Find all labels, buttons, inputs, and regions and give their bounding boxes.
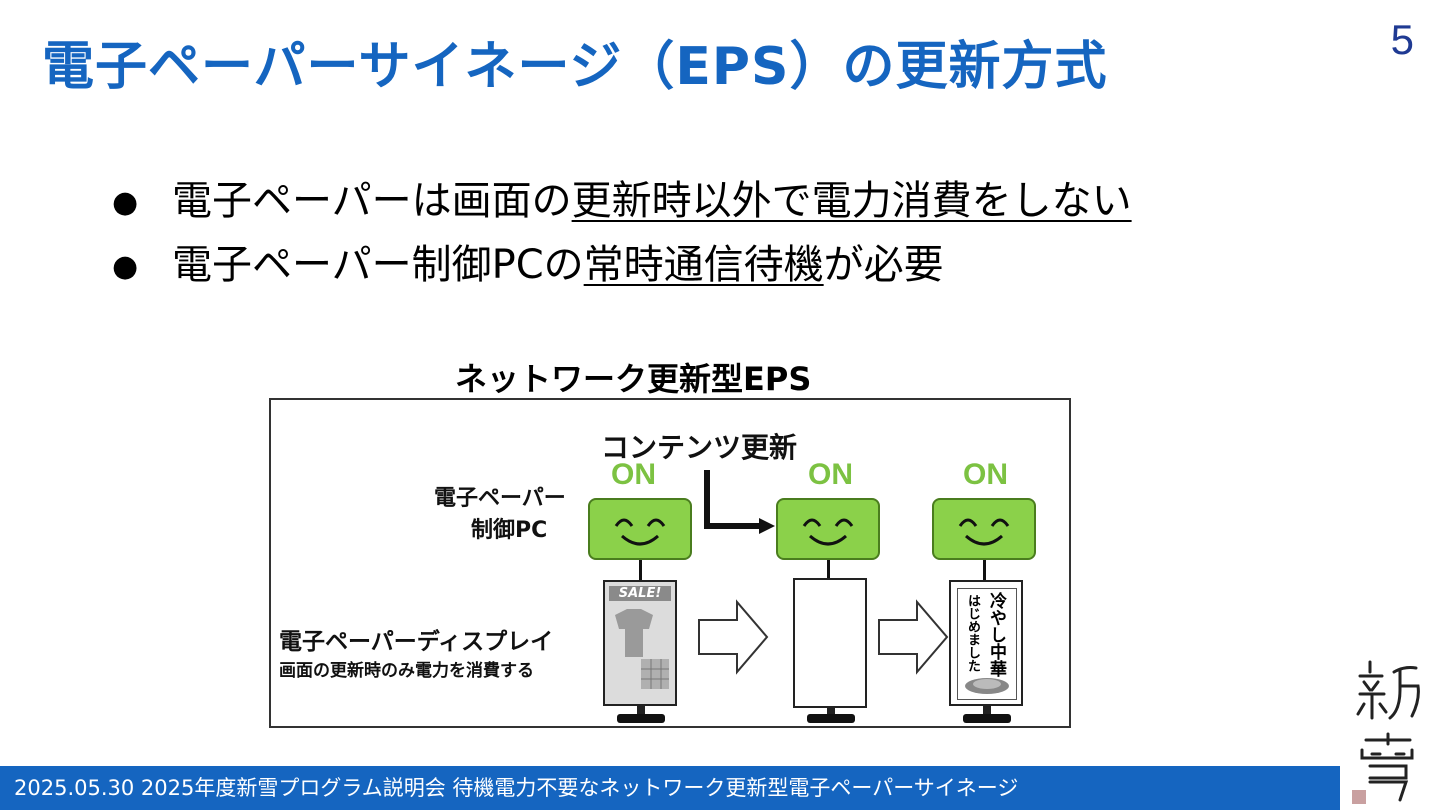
noodle-dish-icon	[965, 678, 1009, 694]
content-update-label: コンテンツ更新	[601, 431, 798, 464]
right-arrow-icon	[878, 599, 949, 675]
display-stand-icon	[807, 706, 855, 723]
eps-diagram: コンテンツ更新 電子ペーパー 制御PC ON ON ON 電子ペーパーディスプレ…	[269, 398, 1071, 728]
display-panel-updating	[793, 578, 867, 708]
right-arrow-icon	[698, 599, 769, 675]
slide-title: 電子ペーパーサイネージ（EPS）の更新方式	[42, 37, 1108, 97]
bullet-underlined-text: 常時通信待機	[583, 242, 824, 288]
pc-cable	[983, 560, 986, 580]
poster-frame	[957, 588, 1017, 700]
smiley-face-icon	[802, 518, 854, 546]
bullet-item: ● 電子ペーパーは画面の更新時以外で電力消費をしない	[112, 170, 1132, 234]
figure-title: ネットワーク更新型EPS	[455, 360, 812, 398]
seal-stamp-icon	[1352, 790, 1366, 804]
poster-text-sub: はじめました	[965, 594, 980, 672]
pc-cable	[827, 560, 830, 580]
display-label: 電子ペーパーディスプレイ	[279, 629, 554, 655]
bullet-text: 電子ペーパー制御PCの	[172, 242, 584, 288]
update-arrow-icon	[704, 470, 775, 534]
display-panel-sale: SALE!	[603, 580, 677, 706]
shinsetsu-logo	[1352, 660, 1420, 804]
pc-label-line1: 電子ペーパー	[434, 486, 566, 511]
bullet-text: 電子ペーパーは画面の	[172, 178, 572, 224]
on-label: ON	[808, 458, 853, 491]
smiley-face-icon	[958, 518, 1010, 546]
on-label: ON	[963, 458, 1008, 491]
page-number: 5	[1390, 16, 1414, 63]
control-pc-1	[588, 498, 692, 560]
smiley-face-icon	[614, 518, 666, 546]
display-note: 画面の更新時のみ電力を消費する	[279, 661, 534, 681]
bullet-text: が必要	[823, 242, 944, 288]
footer-bar: 2025.05.30 2025年度新雪プログラム説明会 待機電力不要なネットワー…	[0, 766, 1340, 810]
display-stand-icon	[617, 706, 665, 723]
on-label: ON	[611, 458, 656, 491]
bullet-item: ● 電子ペーパー制御PCの常時通信待機が必要	[112, 234, 1132, 298]
control-pc-2	[776, 498, 880, 560]
pc-cable	[639, 560, 642, 580]
poster-text-main: 冷やし中華	[986, 592, 1006, 677]
bullet-dot-icon: ●	[112, 249, 139, 284]
display-panel-new: 冷やし中華 はじめました	[949, 580, 1023, 706]
clothing-image-icon	[615, 609, 669, 689]
sale-badge: SALE!	[609, 586, 671, 601]
bullet-underlined-text: 更新時以外で電力消費をしない	[571, 178, 1132, 224]
bullet-list: ● 電子ペーパーは画面の更新時以外で電力消費をしない ● 電子ペーパー制御PCの常時…	[112, 170, 1132, 298]
bullet-dot-icon: ●	[112, 185, 139, 220]
pc-label-line2: 制御PC	[471, 518, 548, 543]
control-pc-3	[932, 498, 1036, 560]
display-stand-icon	[963, 706, 1011, 723]
